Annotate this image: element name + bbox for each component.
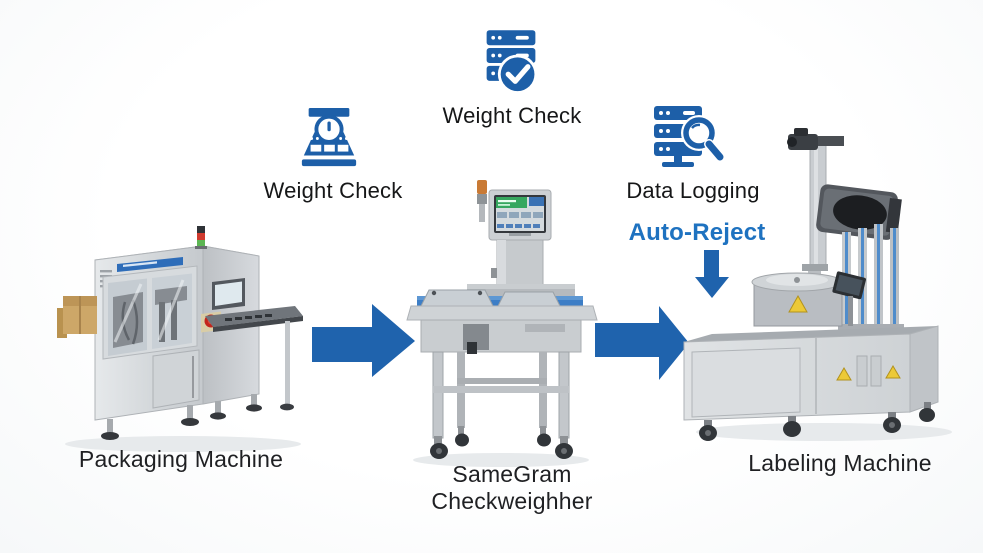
check-mark [505, 64, 531, 84]
labeling-machine-illustration [676, 128, 960, 444]
hmi-screen [832, 271, 867, 300]
server-check-icon [481, 28, 541, 98]
flow-arrow-2 [595, 305, 689, 381]
table-legs [432, 351, 570, 439]
signal-tower [477, 180, 487, 222]
flow-arrow-1 [312, 303, 415, 378]
server-search-icon [650, 104, 726, 172]
base-tabletop [684, 326, 938, 342]
floor-shadow [65, 436, 301, 452]
floor-shadow [696, 423, 952, 441]
down-arrow-icon [693, 250, 731, 298]
sensor-camera-unit [787, 128, 844, 150]
auto-reject-label: Auto-Reject [628, 219, 766, 246]
checkweigher-illustration [405, 172, 600, 470]
magnifier-handle [705, 140, 724, 161]
cardboard-boxes [57, 296, 97, 338]
cabinet-door [152, 349, 200, 409]
machine-feet [101, 404, 262, 440]
warning-triangle [836, 367, 852, 381]
cabinet-door [691, 347, 801, 418]
checkweigher-label-line2: Checkweighher [431, 488, 593, 514]
warning-triangle [885, 365, 901, 379]
weight-check-server-label: Weight Check [442, 103, 582, 128]
rotary-turntable [751, 272, 843, 327]
data-logging-label: Data Logging [626, 178, 760, 203]
checkweigher-label: SameGram Checkweighher [402, 461, 622, 515]
brand-strip [117, 257, 183, 272]
checkweigher-label-line1: SameGram [452, 461, 572, 487]
weight-readout [496, 197, 527, 208]
warning-triangle [788, 294, 808, 313]
packaging-machine-illustration [55, 222, 305, 454]
floor-shadow [413, 453, 589, 467]
labeling-machine-label: Labeling Machine [748, 450, 932, 476]
weight-check-scale-label: Weight Check [263, 178, 403, 203]
outfeed-conveyor [205, 306, 303, 411]
packaging-machine-label: Packaging Machine [78, 446, 284, 472]
signal-light-stack [195, 226, 207, 249]
hmi-display [488, 189, 552, 241]
scale-icon [298, 106, 360, 170]
